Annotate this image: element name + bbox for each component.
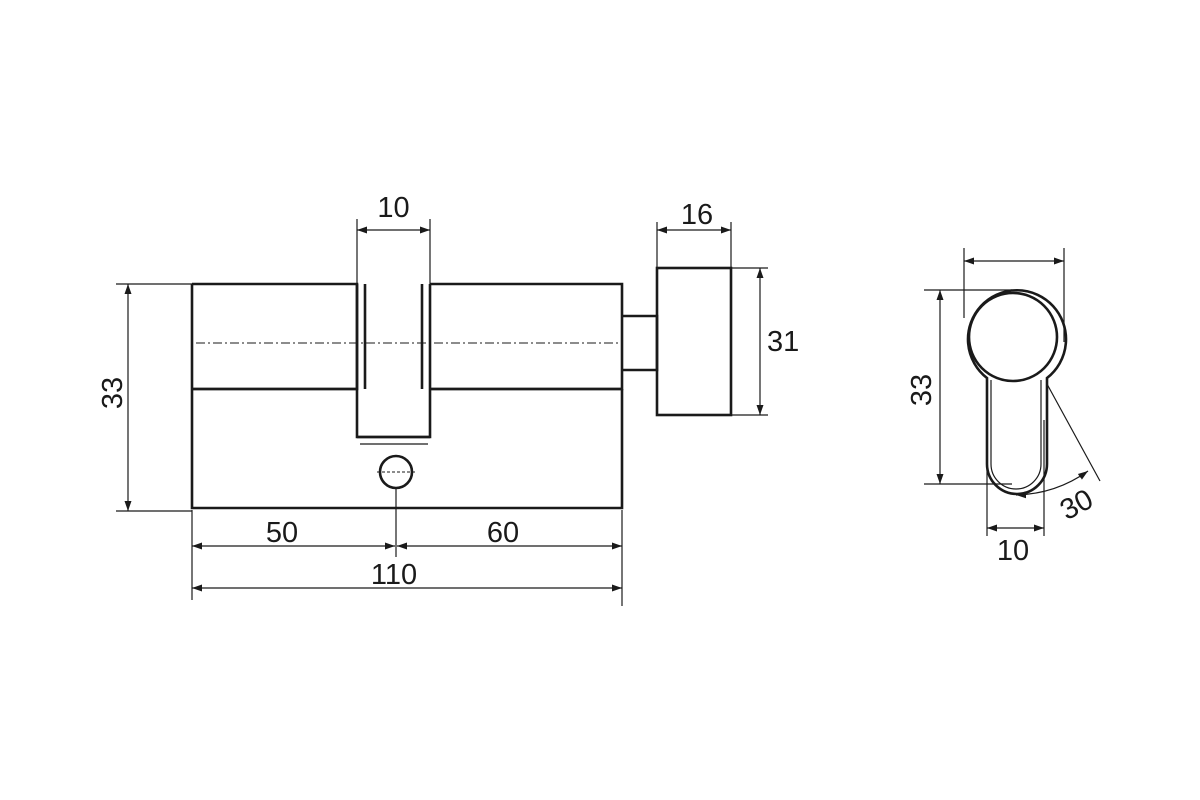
dimension-label-profile-slot-width: 10 — [997, 535, 1029, 567]
dimension-label-keyhole-width: 10 — [377, 192, 409, 224]
dimension-profile-angle: 30 — [1015, 383, 1101, 527]
dimension-body-height: 33 — [97, 283, 192, 512]
profile-inner-circle — [967, 291, 1059, 383]
knob — [622, 266, 733, 417]
dimension-knob-width: 16 — [656, 199, 732, 268]
screw-hole — [377, 454, 415, 490]
dimension-label-right-length: 60 — [487, 517, 519, 549]
dimension-label-left-length: 50 — [266, 517, 298, 549]
profile-inner-slot — [990, 380, 1042, 490]
dimension-label-knob-height: 31 — [767, 326, 799, 358]
dimension-label-total-length: 110 — [371, 559, 417, 591]
dimension-profile-width — [963, 248, 1065, 342]
dimension-label-knob-width: 16 — [681, 199, 713, 231]
dimension-profile-height: 33 — [906, 289, 1012, 485]
dimension-label-profile-angle: 30 — [1055, 483, 1099, 526]
dimension-label-profile-height: 33 — [906, 374, 938, 406]
cylinder-body — [190, 282, 624, 510]
dimension-lengths: 50 60 110 — [191, 488, 623, 606]
dimension-label-body-height: 33 — [97, 377, 129, 409]
dimension-knob-height: 31 — [731, 267, 799, 416]
dimension-profile-slot-width: 10 — [986, 420, 1045, 567]
side-view: 10 16 31 33 — [97, 192, 799, 606]
profile-view: 33 10 30 — [906, 248, 1101, 567]
dimension-keyhole-width: 10 — [356, 192, 431, 284]
cam — [355, 284, 432, 445]
